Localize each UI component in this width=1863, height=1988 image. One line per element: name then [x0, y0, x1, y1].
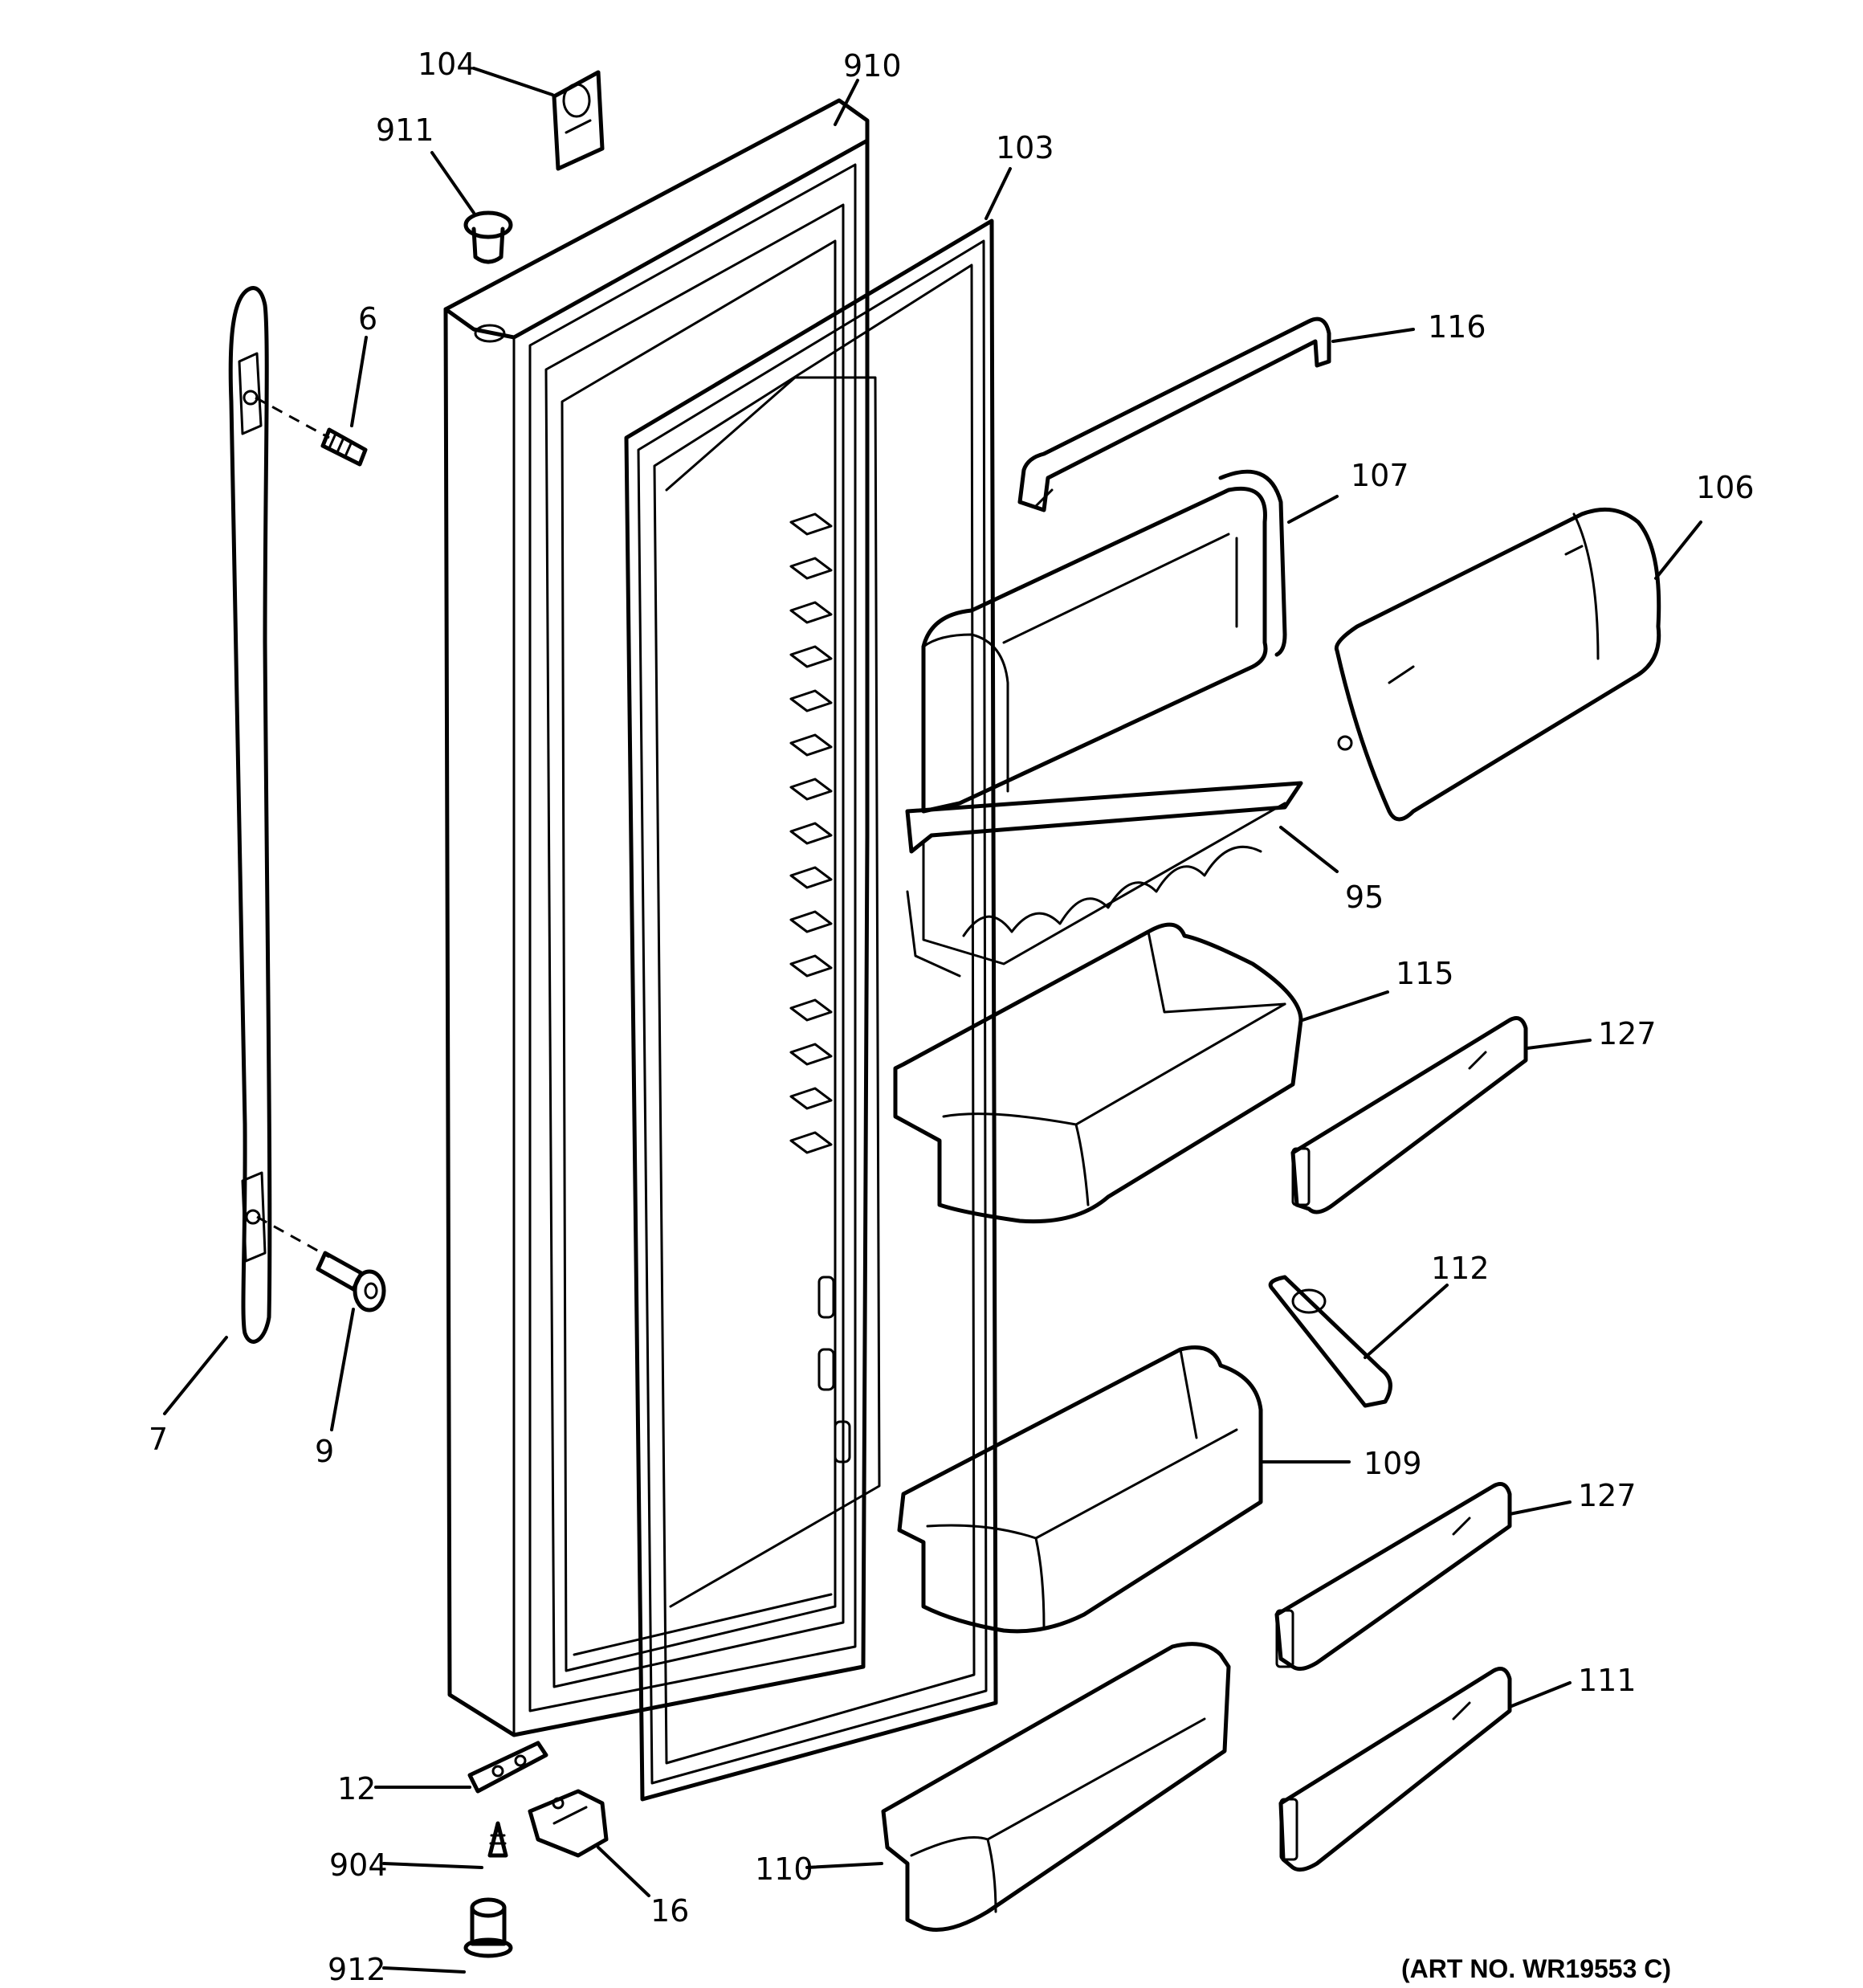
door-liner-bins-track [665, 376, 881, 1608]
callout-912: 912 [328, 1952, 386, 1987]
callout-103: 103 [996, 130, 1054, 165]
callout-labels: 104 910 911 103 6 116 107 106 95 115 127… [149, 47, 1755, 1987]
bin-trim-middle [1274, 1482, 1512, 1672]
nameplate-badge [552, 70, 605, 171]
door-bin-upper [893, 922, 1303, 1224]
callout-6: 6 [358, 301, 377, 337]
callout-115: 115 [1396, 956, 1454, 991]
callout-116: 116 [1428, 309, 1486, 345]
hinge-screw [487, 1821, 508, 1858]
top-bushing [463, 210, 513, 264]
shelf-supports [789, 512, 833, 1154]
callout-910: 910 [843, 48, 902, 84]
door-outer-shell [443, 98, 870, 1737]
hinge-plate [467, 1741, 548, 1794]
callout-127-upper: 127 [1598, 1016, 1657, 1051]
bottom-bushing [463, 1897, 513, 1958]
bin-trim-lower [1278, 1667, 1512, 1872]
callout-9: 9 [315, 1434, 334, 1469]
handle-screw-upper [255, 396, 368, 467]
callout-104: 104 [418, 47, 476, 82]
bin-end-cap [1268, 1275, 1392, 1408]
dairy-rail [1017, 316, 1331, 512]
callout-911: 911 [376, 112, 434, 148]
leader-lines [163, 67, 1702, 1974]
callout-109: 109 [1364, 1446, 1422, 1481]
callout-106: 106 [1696, 470, 1755, 505]
art-number: (ART NO. WR19553 C) [1401, 1954, 1671, 1983]
callout-111: 111 [1578, 1663, 1637, 1698]
door-bin-middle [897, 1345, 1263, 1634]
callout-107: 107 [1351, 458, 1409, 493]
callout-95: 95 [1345, 880, 1384, 915]
door-bin-lower [881, 1642, 1231, 1932]
door-handle [228, 286, 272, 1344]
callout-7: 7 [149, 1422, 168, 1457]
callout-110: 110 [755, 1851, 813, 1887]
callout-904: 904 [329, 1847, 388, 1883]
dairy-door [1334, 507, 1661, 822]
callout-112: 112 [1431, 1251, 1490, 1286]
door-gasket [624, 218, 998, 1802]
hinge-bracket [528, 1789, 609, 1858]
dairy-bin [921, 469, 1287, 814]
handle-screw-lower [256, 1215, 386, 1312]
callout-16: 16 [650, 1893, 689, 1929]
bin-trim-upper [1290, 1016, 1528, 1214]
callout-127-lower: 127 [1578, 1478, 1637, 1513]
wire-bottle-holder [905, 781, 1303, 978]
callout-12: 12 [337, 1771, 376, 1806]
door-inner-liner [544, 203, 845, 1688]
